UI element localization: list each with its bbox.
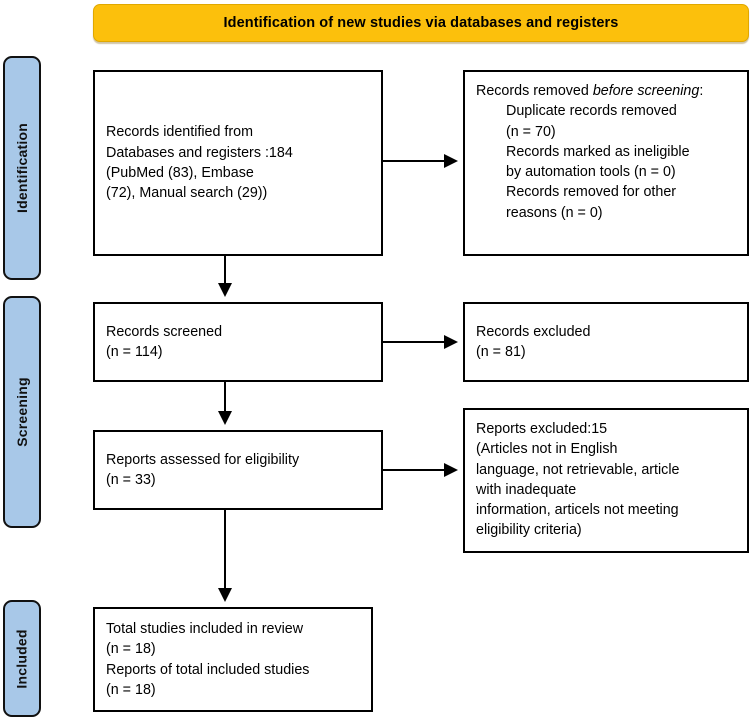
stage-tab-included: Included [3, 600, 41, 717]
box-studies-included: Total studies included in review (n = 18… [93, 607, 373, 712]
box-reports-assessed-text: Reports assessed for eligibility (n = 33… [106, 451, 300, 488]
box-records-removed-heading: Records removed before screening: [476, 81, 736, 101]
box-records-excluded-text: Records excluded (n = 81) [476, 323, 591, 360]
banner-title: Identification of new studies via databa… [223, 15, 619, 31]
box-records-identified: Records identified from Databases and re… [93, 70, 383, 256]
diagram-banner: Identification of new studies via databa… [93, 4, 749, 42]
stage-label-identification: Identification [14, 123, 31, 213]
box-records-screened: Records screened (n = 114) [93, 302, 383, 382]
box-records-removed-heading-pre: Records removed [476, 83, 593, 99]
box-records-identified-text: Records identified from Databases and re… [106, 124, 293, 202]
box-records-removed-before-screening: Records removed before screening: Duplic… [463, 70, 749, 256]
box-reports-excluded: Reports excluded:15 (Articles not in Eng… [463, 408, 749, 553]
box-records-removed-heading-post: : [699, 83, 704, 99]
stage-label-screening: Screening [14, 377, 30, 447]
box-records-screened-text: Records screened (n = 114) [106, 323, 223, 360]
stage-label-included: Included [14, 628, 31, 689]
box-records-removed-items: Duplicate records removed (n = 70) Recor… [506, 103, 690, 221]
box-reports-excluded-text: Reports excluded:15 (Articles not in Eng… [476, 421, 680, 539]
box-reports-assessed-for-eligibility: Reports assessed for eligibility (n = 33… [93, 430, 383, 510]
stage-tab-screening: Screening [3, 296, 41, 528]
box-studies-included-text: Total studies included in review (n = 18… [106, 620, 310, 698]
box-records-removed-heading-italic: before screening [592, 83, 700, 99]
box-records-excluded: Records excluded (n = 81) [463, 302, 749, 382]
stage-tab-identification: Identification [3, 56, 41, 280]
